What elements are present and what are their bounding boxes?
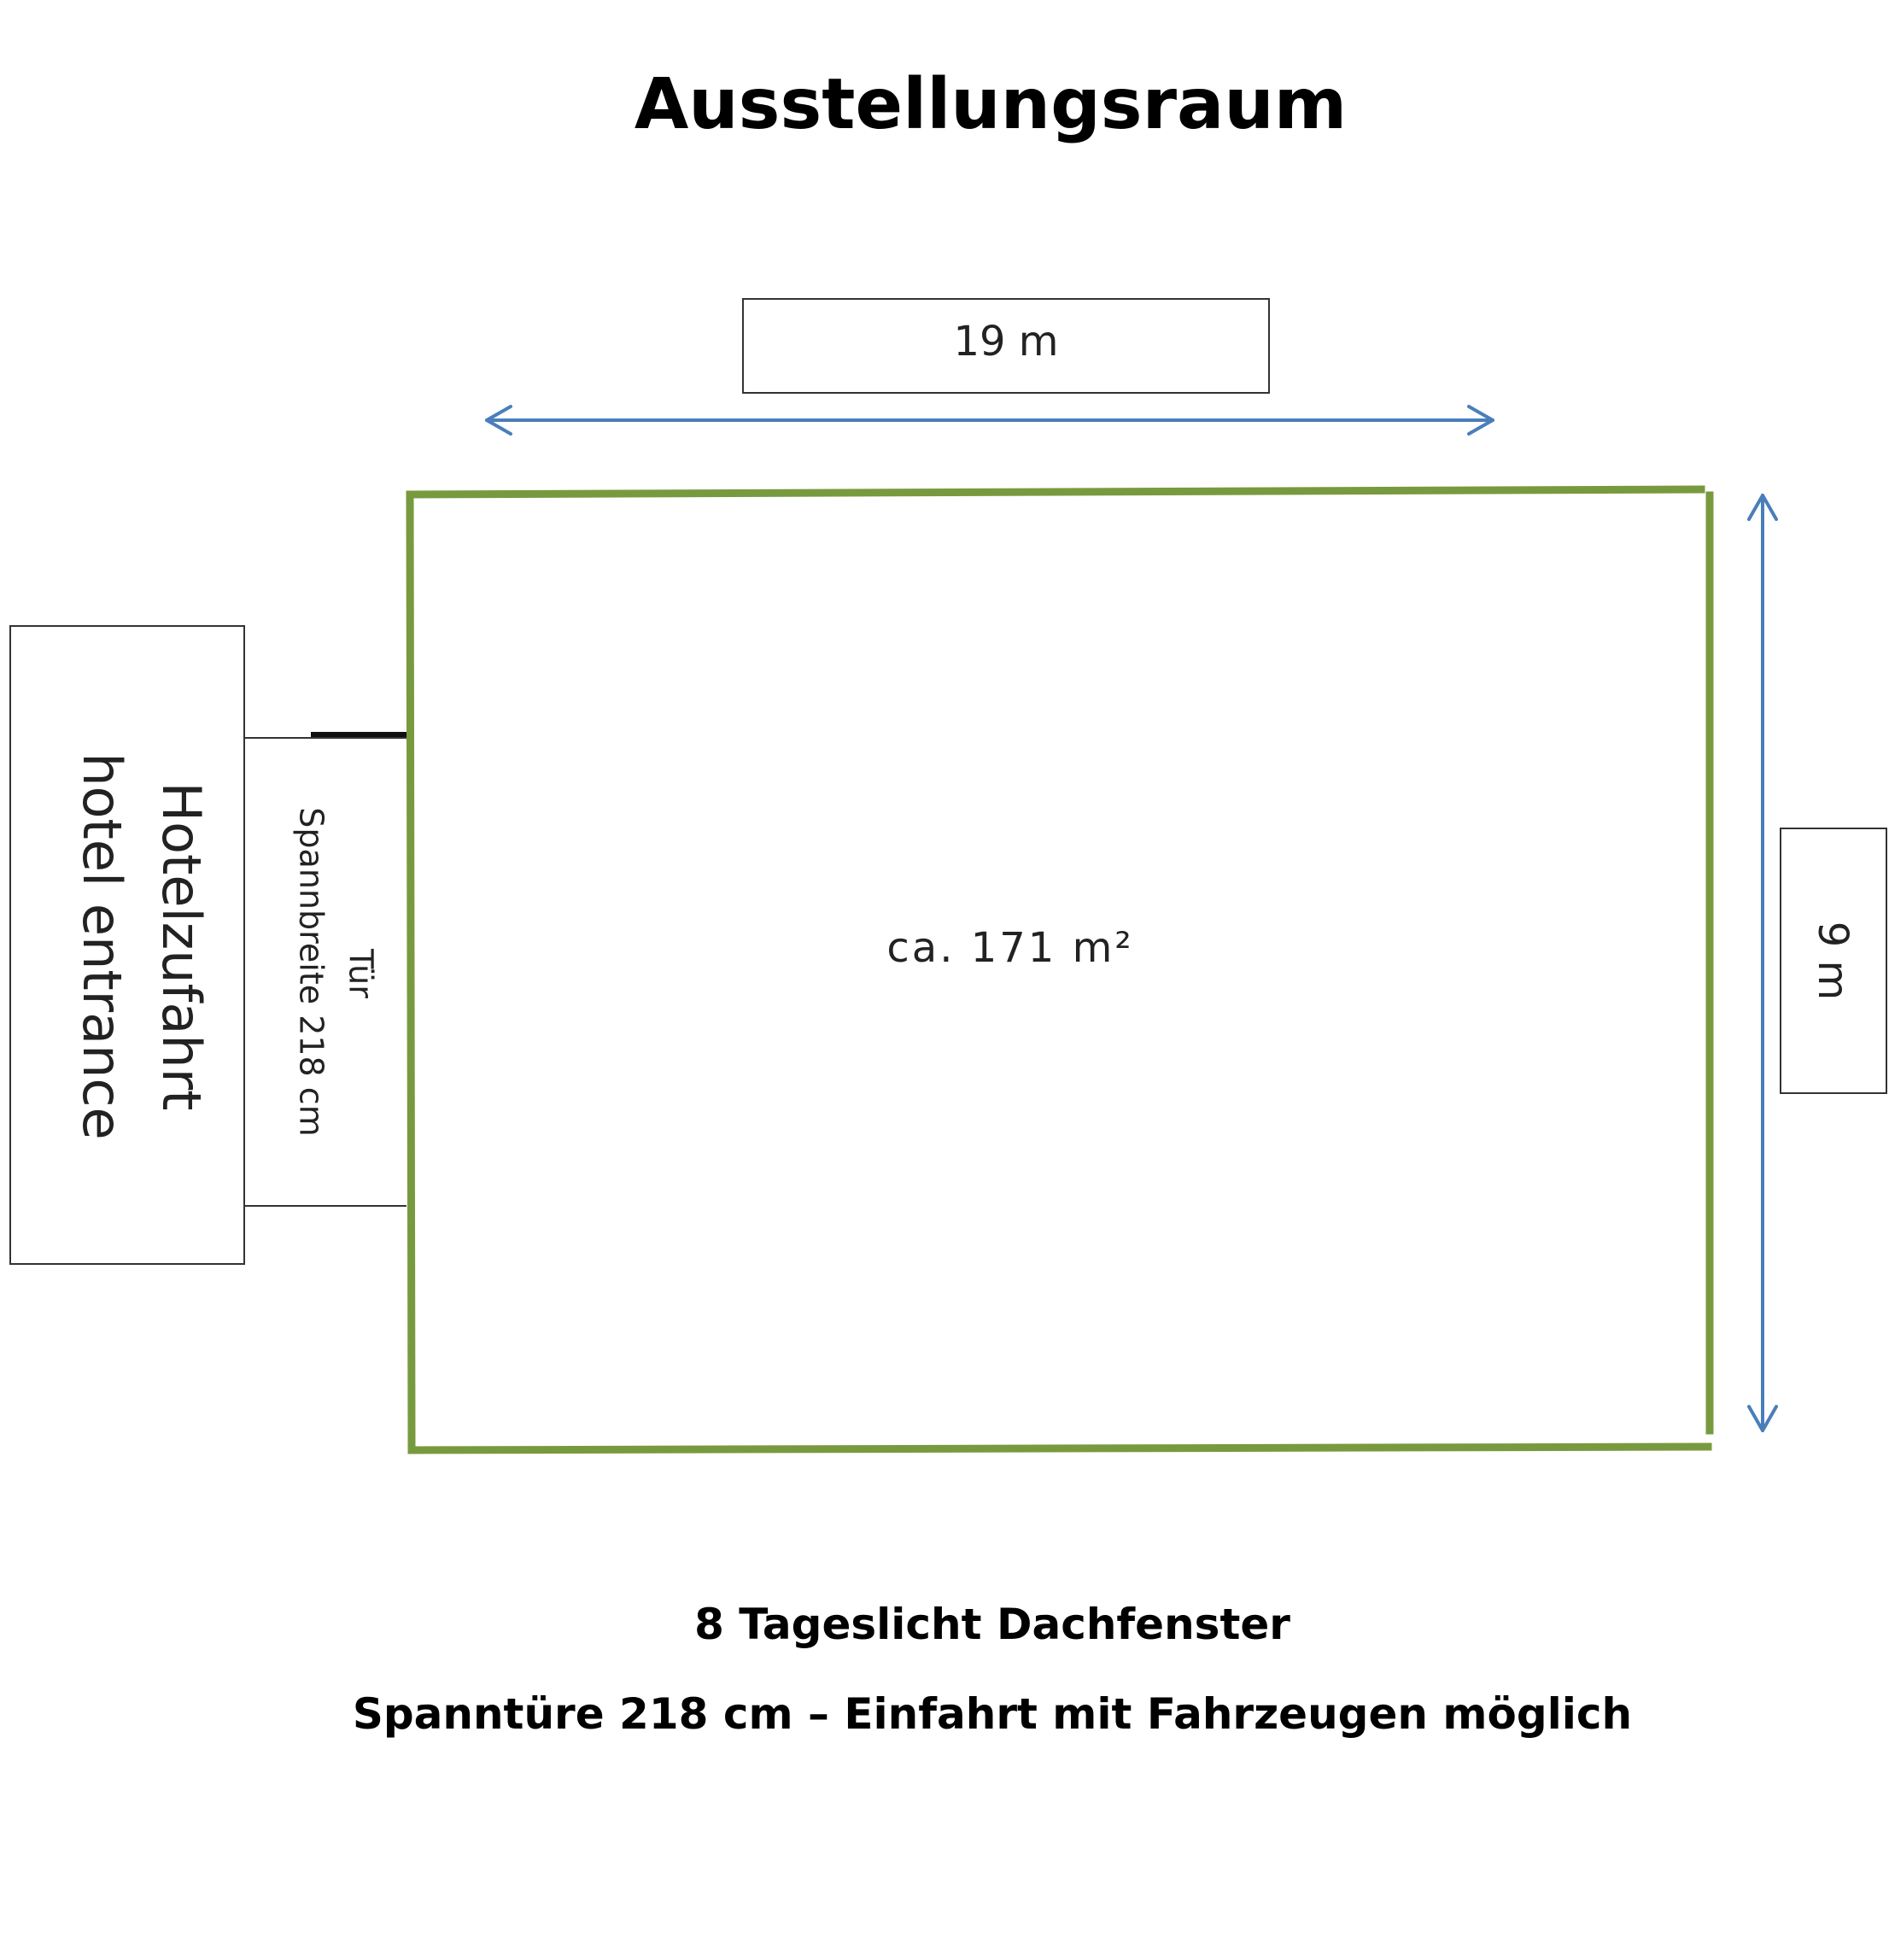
area-label: ca. 171 m² xyxy=(886,924,1133,972)
width-label: 19 m xyxy=(953,318,1058,366)
wall-left xyxy=(406,490,416,1454)
hotel-entrance-label-en: hotel entrance xyxy=(71,752,133,1139)
hotel-entrance-label-de: Hotelzufahrt xyxy=(150,782,213,1111)
room-walls xyxy=(406,485,1714,1454)
width-label-box xyxy=(742,298,1270,394)
hotel-entrance-box xyxy=(9,625,245,1265)
page-title: Ausstellungsraum xyxy=(635,64,1347,145)
height-arrow xyxy=(1747,494,1778,1432)
note-vehicle-access: Spanntüre 218 cm – Einfahrt mit Fahrzeug… xyxy=(353,1689,1632,1739)
height-label-box xyxy=(1780,828,1887,1094)
door-label: Tür xyxy=(342,948,380,998)
width-arrow xyxy=(485,405,1494,436)
door-passage xyxy=(244,732,406,1207)
door-width-label: Spannbreite 218 cm xyxy=(293,807,330,1136)
wall-top xyxy=(406,485,1705,499)
note-skylights: 8 Tageslicht Dachfenster xyxy=(694,1600,1290,1649)
height-label: 9 m xyxy=(1809,921,1857,1001)
wall-bottom xyxy=(407,1442,1712,1454)
